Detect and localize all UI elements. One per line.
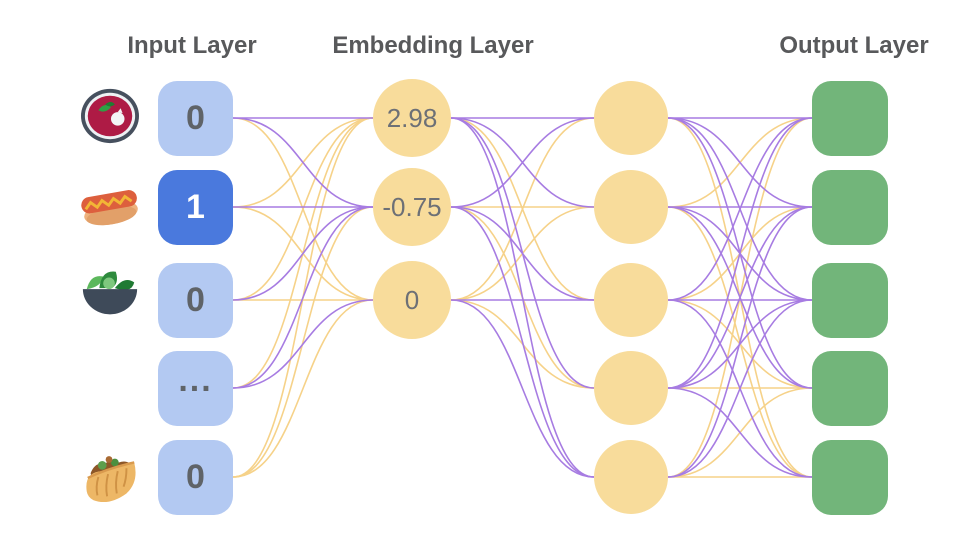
output-node-1 xyxy=(812,80,888,156)
input-node-value: ... xyxy=(178,360,213,399)
hot-dog-icon xyxy=(81,190,138,226)
embedding-node-value: 2.98 xyxy=(386,102,438,133)
edge xyxy=(232,206,374,301)
embedding-node-2: -0.75 xyxy=(373,168,451,246)
embedding-node-1: 2.98 xyxy=(373,79,451,157)
input-node-value: 0 xyxy=(186,280,205,319)
edge xyxy=(450,117,595,478)
input-node-soup: 0 xyxy=(158,80,233,156)
hidden-node-4 xyxy=(594,351,668,425)
soup-bowl-icon xyxy=(81,88,139,144)
edge xyxy=(667,117,813,208)
input-node-salad: 0 xyxy=(158,262,233,338)
hidden-node-3 xyxy=(594,263,668,337)
edge xyxy=(232,117,374,208)
embedding-node-3: 0 xyxy=(373,261,451,339)
input-node-ellipsis: ... xyxy=(158,350,233,426)
edge xyxy=(232,299,374,478)
edge xyxy=(450,117,595,208)
edge xyxy=(232,299,374,389)
output-node-3 xyxy=(812,262,888,338)
edge xyxy=(667,117,813,301)
edge xyxy=(450,117,595,301)
edge xyxy=(450,206,595,301)
output-node-5 xyxy=(812,439,888,515)
edge xyxy=(667,206,813,478)
hidden-node-2 xyxy=(594,170,668,244)
input-layer-title: Input Layer xyxy=(127,32,257,59)
edge xyxy=(667,117,813,389)
input-node-value: 1 xyxy=(186,187,205,226)
input-node-flatbread: 0 xyxy=(158,439,233,515)
embedding-layer-title: Embedding Layer xyxy=(332,32,534,59)
embedding-node-value: -0.75 xyxy=(382,191,442,222)
edge xyxy=(667,206,813,389)
edge xyxy=(450,206,595,478)
edge xyxy=(667,387,813,478)
output-layer-title: Output Layer xyxy=(779,32,929,59)
hidden-node-1 xyxy=(594,81,668,155)
input-node-value: 0 xyxy=(186,98,205,137)
stuffed-flatbread-icon xyxy=(86,456,136,503)
edge xyxy=(232,117,374,301)
edge xyxy=(450,299,595,478)
edge xyxy=(232,206,374,389)
output-node-2 xyxy=(812,169,888,245)
edge xyxy=(667,299,813,478)
embedding-node-value: 0 xyxy=(404,284,420,315)
edge xyxy=(232,206,374,478)
input-node-hot-dog: 1 xyxy=(158,169,233,245)
green-salad-icon xyxy=(82,271,138,315)
output-node-4 xyxy=(812,350,888,426)
hidden-node-5 xyxy=(594,440,668,514)
input-node-value: 0 xyxy=(186,457,205,496)
